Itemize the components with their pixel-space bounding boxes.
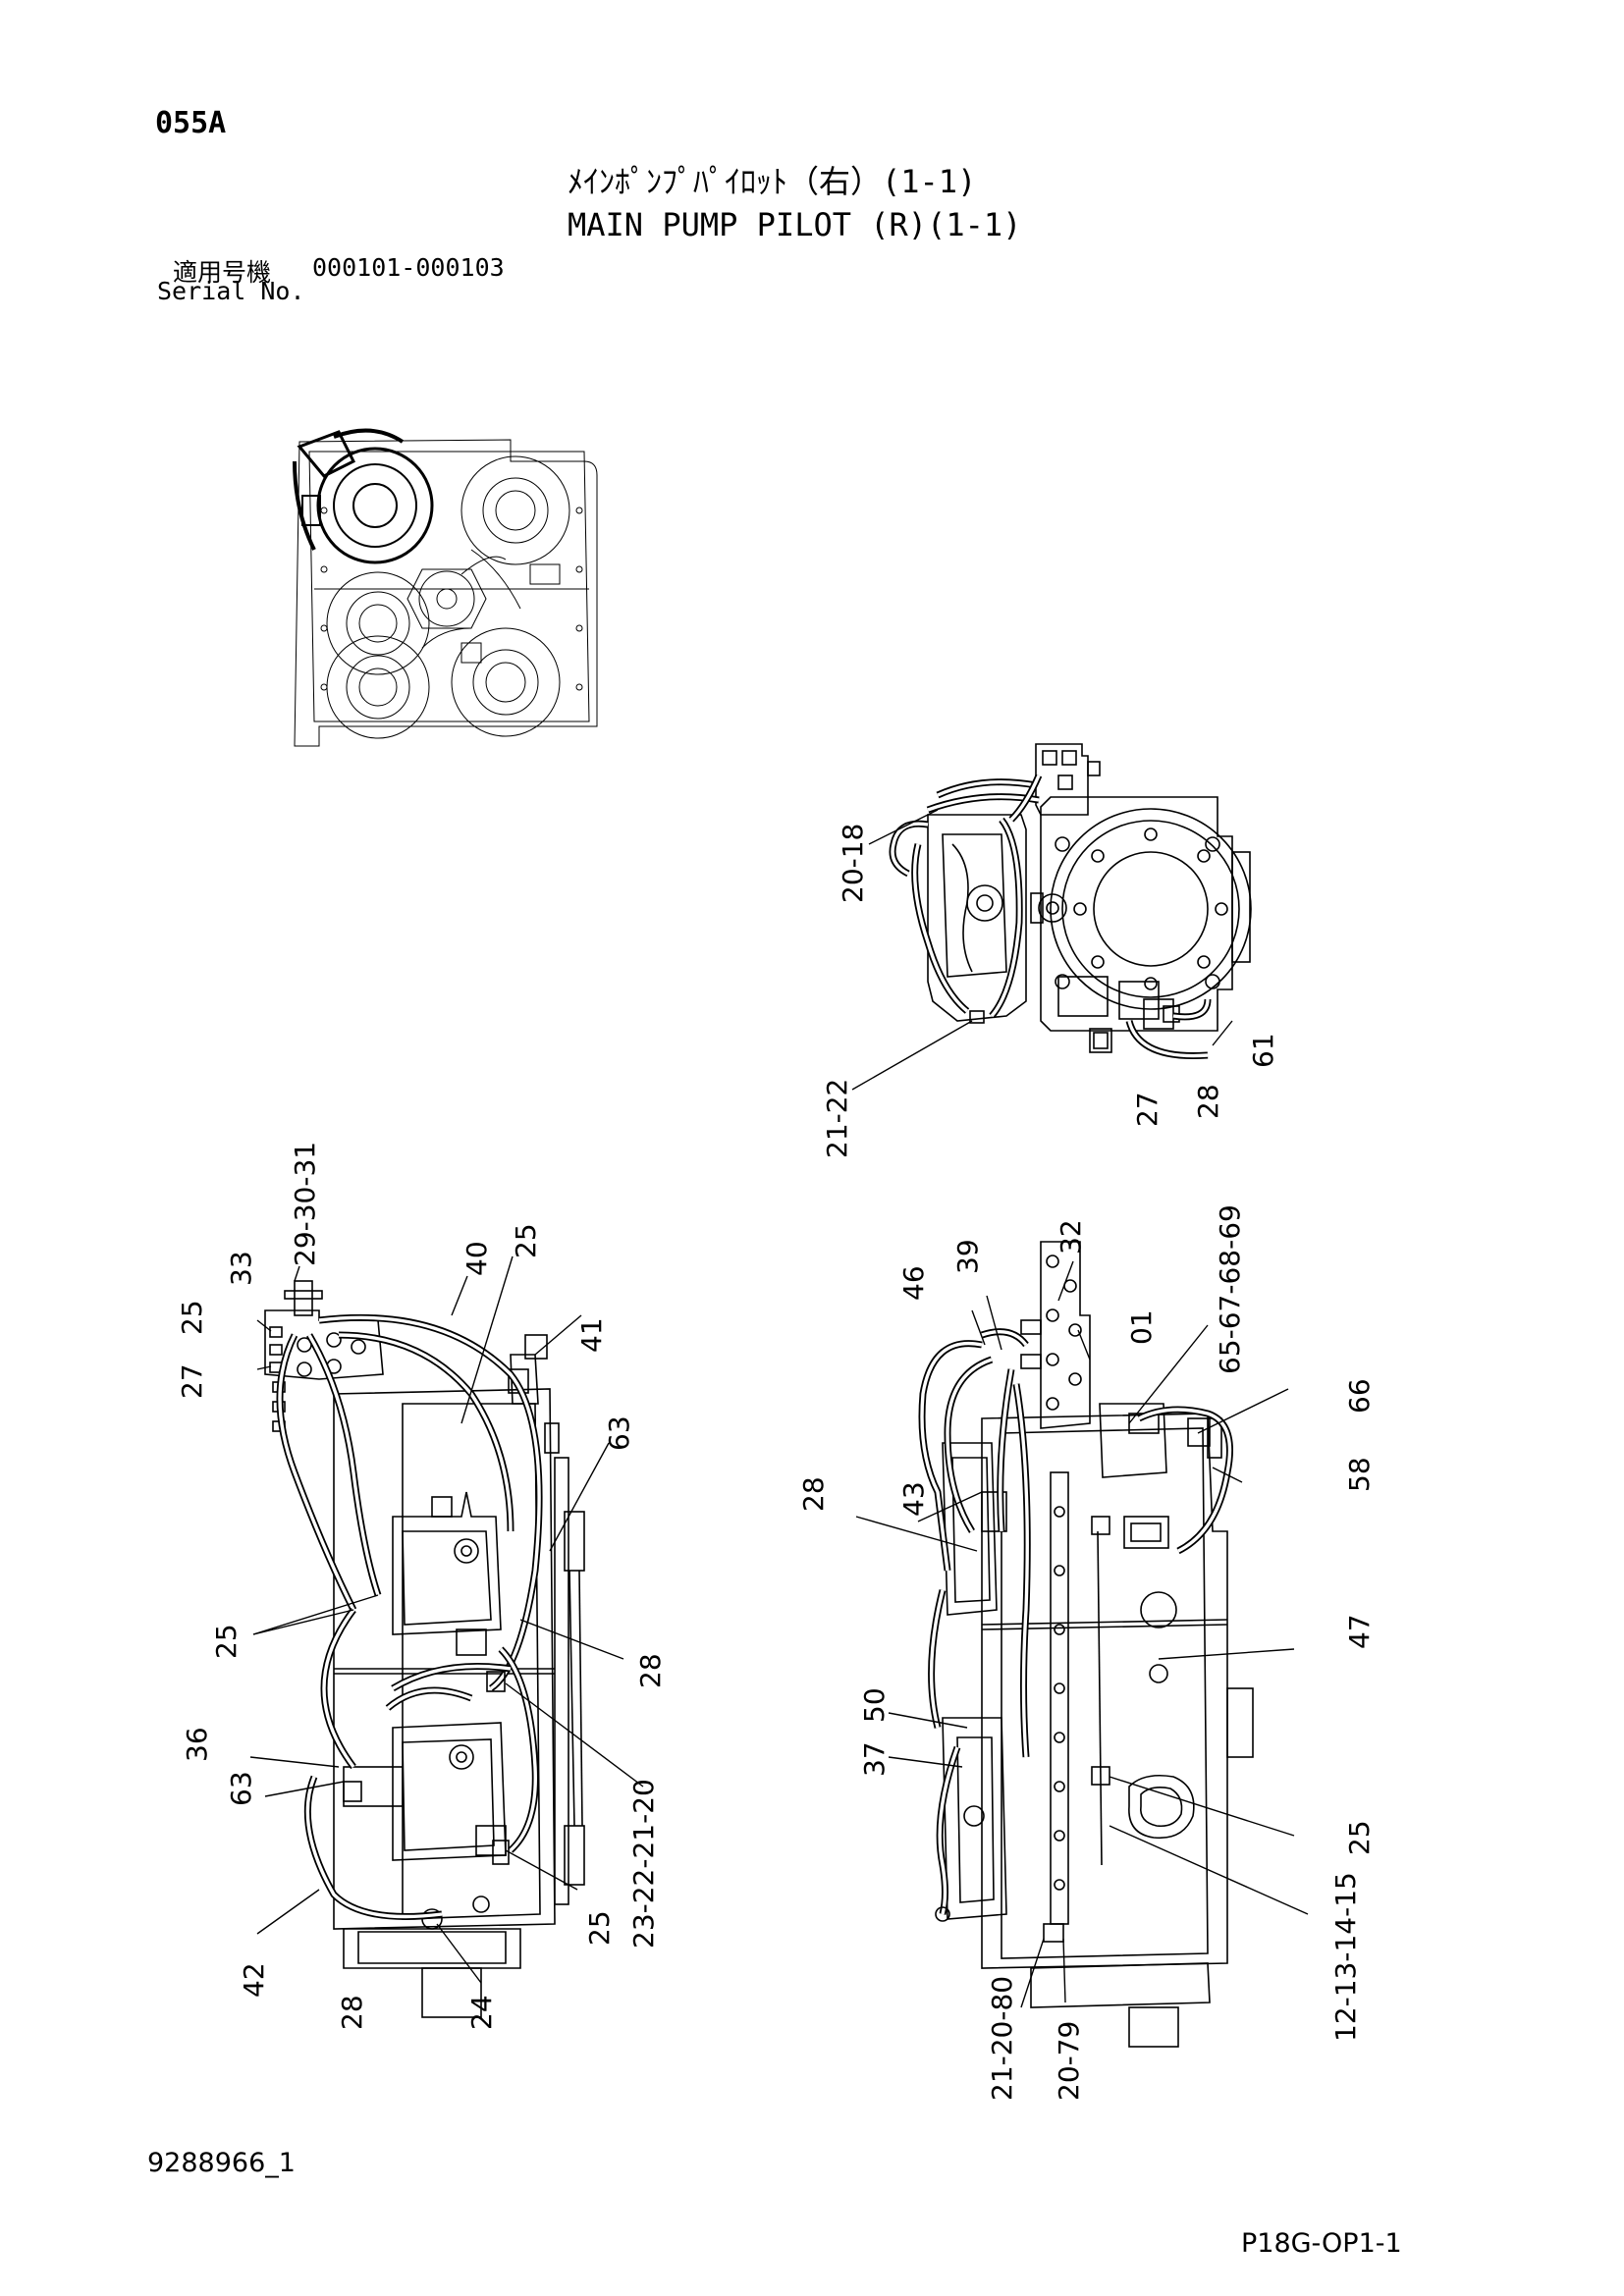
callout-label: 28 [336, 1995, 368, 2030]
location-thumbnail [293, 428, 598, 747]
callout-label: 21-22 [821, 1079, 853, 1158]
callout-label: 65-67-68-69 [1214, 1204, 1246, 1374]
callout-label: 20-79 [1053, 2021, 1085, 2101]
leader-lines [249, 809, 1309, 2008]
callout-label: 63 [225, 1771, 257, 1806]
serial-label-japanese: 適用号機 [173, 258, 272, 287]
callout-label: 25 [210, 1624, 243, 1659]
callout-label: 28 [1192, 1084, 1224, 1119]
callout-label: 12-13-14-15 [1329, 1872, 1362, 2042]
view-top-right [889, 743, 1252, 1060]
callouts-left-view: 29-30-31 33 25 27 40 25 41 63 25 28 36 6… [176, 1142, 667, 2030]
callout-label: 66 [1343, 1378, 1376, 1414]
callout-label: 27 [176, 1363, 208, 1399]
page-code: P18G-OP1-1 [1241, 2228, 1402, 2259]
highlighted-pump [293, 428, 434, 564]
callout-label: 23-22-21-20 [627, 1779, 660, 1949]
callout-label: 20-18 [837, 824, 869, 903]
callout-label: 63 [603, 1415, 635, 1451]
view-bottom-right [918, 1241, 1254, 2048]
callout-label: 36 [181, 1727, 213, 1762]
document-number: 9288966_1 [147, 2148, 296, 2178]
callout-label: 24 [465, 1995, 498, 2030]
callout-label: 40 [460, 1241, 493, 1276]
callouts-right-view: 46 39 32 01 65-67-68-69 66 58 43 28 47 5… [797, 1204, 1376, 2101]
callout-label: 21-20-80 [986, 1976, 1018, 2101]
serial-label: Serial No. [157, 277, 305, 305]
callout-label: 25 [176, 1300, 208, 1335]
callout-label: 28 [634, 1653, 667, 1688]
callout-label: 25 [583, 1910, 616, 1946]
callout-label: 29-30-31 [289, 1142, 321, 1266]
callout-label: 47 [1343, 1614, 1376, 1649]
view-bottom-left [264, 1280, 585, 2018]
callout-label: 46 [897, 1265, 930, 1301]
section-code: 055A [155, 106, 227, 140]
callout-label: 50 [858, 1687, 891, 1723]
callout-label: 43 [897, 1481, 930, 1517]
callout-label: 37 [858, 1741, 891, 1777]
callout-label: 41 [575, 1317, 608, 1353]
page-title: MAIN PUMP PILOT (R)(1-1) [568, 206, 1022, 243]
callout-label: 58 [1343, 1457, 1376, 1492]
callouts-top-view: 20-18 21-22 27 28 61 [821, 824, 1279, 1158]
page-title-japanese: ﾒｲﾝﾎﾟﾝﾌﾟﾊﾟｲﾛｯﾄ（右）(1-1) [568, 163, 977, 200]
callout-label: 25 [1343, 1820, 1376, 1855]
callout-label: 61 [1247, 1033, 1279, 1068]
callout-label: 33 [225, 1251, 257, 1286]
callout-label: 32 [1055, 1219, 1087, 1255]
callout-label: 39 [951, 1239, 984, 1274]
callout-label: 25 [510, 1223, 542, 1258]
callout-label: 28 [797, 1476, 830, 1512]
serial-range: 000101-000103 [312, 253, 505, 282]
callout-label: 27 [1131, 1092, 1164, 1127]
callout-label: 01 [1125, 1309, 1158, 1345]
callout-label: 42 [238, 1962, 270, 1998]
